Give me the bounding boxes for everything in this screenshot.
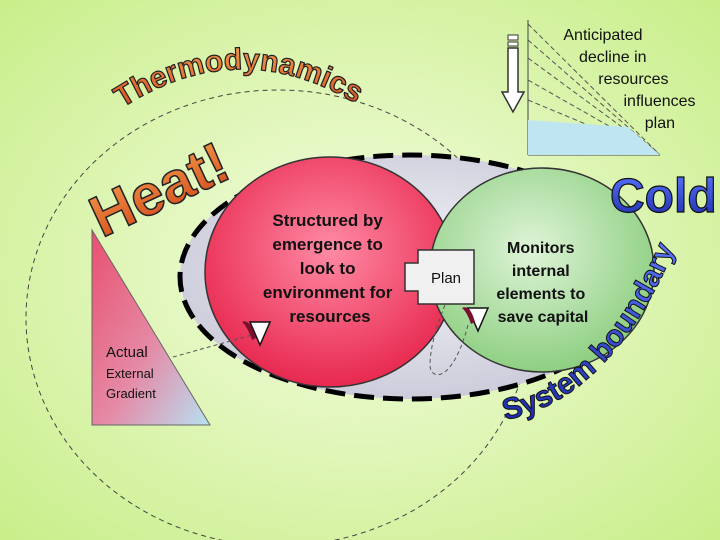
lever-icon (462, 307, 490, 333)
plan-label: Plan (431, 270, 461, 287)
right-circle-text: Monitors internal elements to save capit… (496, 240, 589, 326)
decline-text: Anticipated decline in resources influen… (563, 27, 700, 132)
gradient-text: Actual External Gradient (106, 344, 158, 401)
left-circle-text: Structured by emergence to look to envir… (263, 211, 397, 326)
decline-box (527, 20, 660, 156)
plan-arrow: Plan (404, 249, 475, 305)
down-arrow-icon (500, 34, 526, 114)
connector-line (429, 304, 469, 376)
decline-lines (527, 23, 661, 156)
external-gradient-triangle (91, 228, 211, 426)
lever-icon (242, 321, 272, 347)
cold-label: Cold (610, 170, 717, 223)
